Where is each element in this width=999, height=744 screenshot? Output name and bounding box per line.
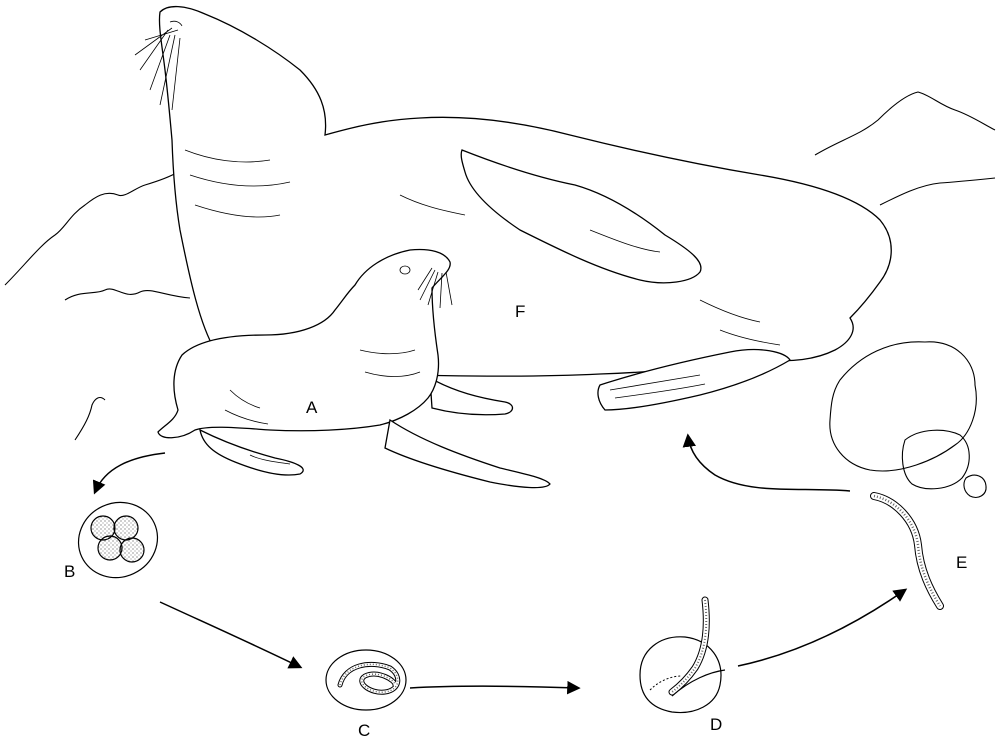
label-f: F [515,303,525,320]
arrow-a-to-b [95,453,165,492]
label-d: D [710,716,722,733]
stage-c-egg [326,650,406,710]
egg-b-cell-4 [120,538,144,562]
arrow-d-to-e [738,590,905,666]
egg-b-cell-2 [114,516,138,540]
rock-right [815,92,995,155]
boulder-front [902,430,969,489]
arrow-e-to-f [688,436,850,491]
arrow-b-to-c [160,602,300,667]
stage-d-hatching [640,600,725,713]
stage-b-egg [66,490,170,591]
rock-right-lower [880,178,995,205]
label-b: B [64,563,75,580]
stage-e-larva [874,496,940,606]
egg-b-cell-3 [98,536,122,560]
egg-d-shell [640,637,721,713]
rock-left [5,172,178,285]
pup-fore-flipper [385,420,550,488]
boulder-pebble [964,475,986,497]
label-c: C [358,722,370,739]
rock-small-left [75,398,105,440]
label-e: E [956,554,967,571]
pup-rear-flipper [430,378,513,415]
pup-front-left-flipper [200,430,303,475]
rock-left-lower [65,289,190,300]
label-a: A [306,399,317,416]
arrow-c-to-d [410,686,578,688]
